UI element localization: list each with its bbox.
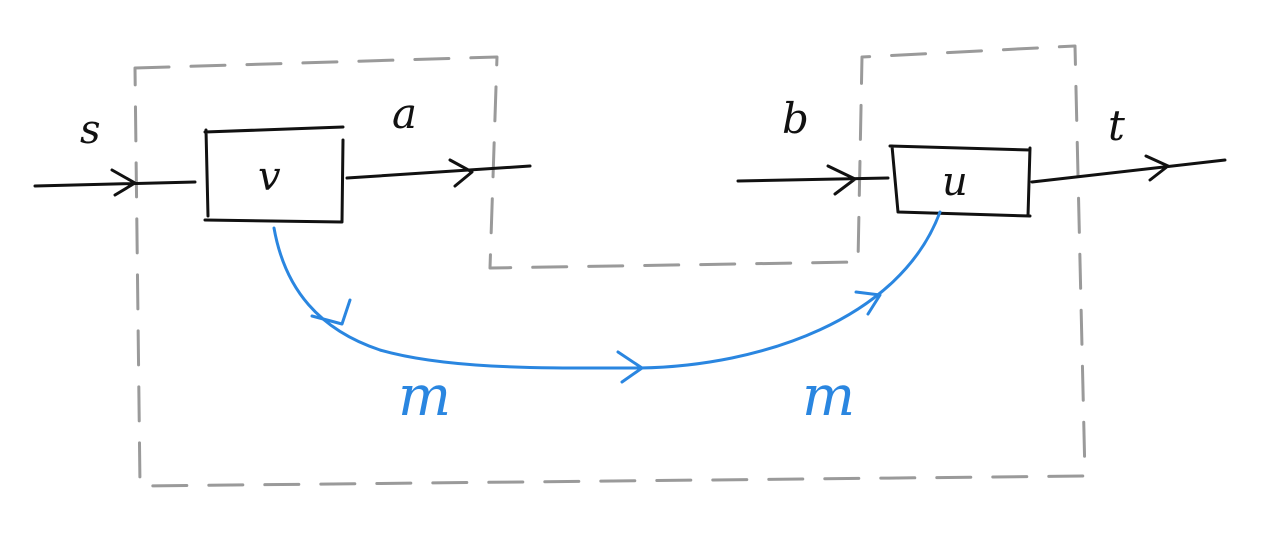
label-b: b [782,94,809,143]
dashed-region-boundary [133,44,1087,488]
label-t: t [1108,101,1125,150]
box-u: u [888,144,1032,218]
label-m-right: m [802,364,855,429]
arrowhead-3 [854,290,882,316]
message-curve: m m [272,210,942,429]
label-m-left: m [398,364,451,429]
box-u-label: u [942,159,968,205]
wire-b: b [736,94,890,196]
box-v-label: v [258,154,281,200]
box-v: v [203,125,345,224]
wire-s: s [33,107,197,197]
arrowhead-1 [310,298,352,326]
arrowhead-2 [616,350,644,384]
wire-t: t [1030,101,1227,184]
wire-a: a [345,89,532,188]
label-s: s [80,107,101,153]
label-a: a [392,89,417,138]
